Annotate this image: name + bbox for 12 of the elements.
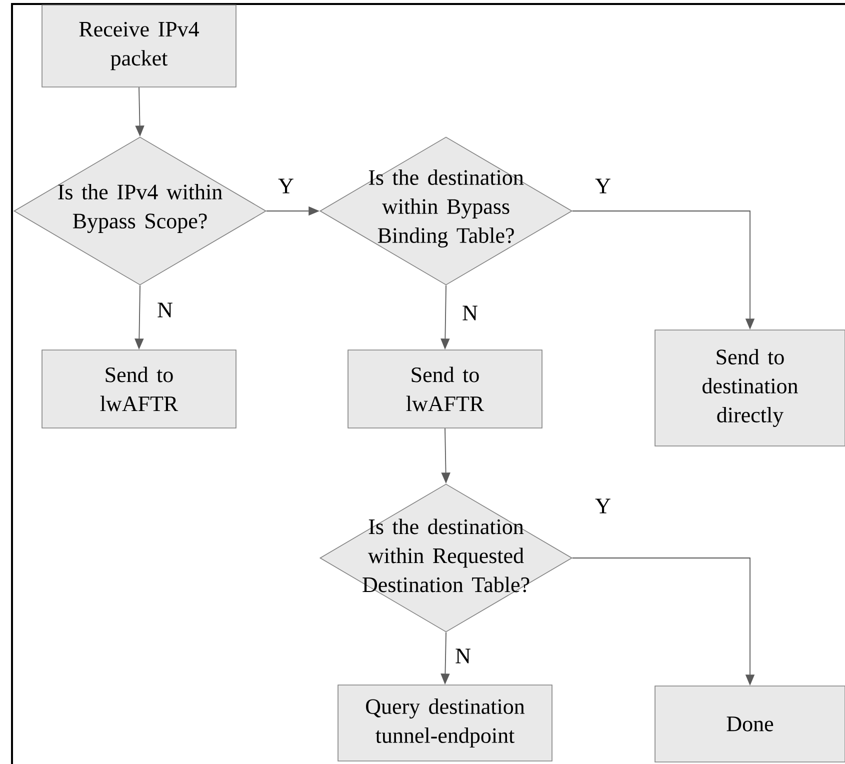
edge-label: N — [461, 304, 479, 322]
edge-label: Y — [277, 178, 295, 194]
process-box: Send to lwAFTR — [42, 350, 236, 428]
edge-label: Y — [594, 498, 612, 514]
edge-label: Y — [594, 178, 612, 194]
process-box: Receive IPv4 packet — [42, 4, 236, 88]
process-box: Send to lwAFTR — [348, 350, 542, 428]
process-box: Done — [654, 686, 845, 762]
edge-label: N — [454, 648, 472, 664]
process-box: Query destination tunnel-endpoint — [338, 684, 552, 762]
process-box: Send to destination directly — [654, 330, 845, 446]
edge-label: N — [156, 302, 174, 318]
